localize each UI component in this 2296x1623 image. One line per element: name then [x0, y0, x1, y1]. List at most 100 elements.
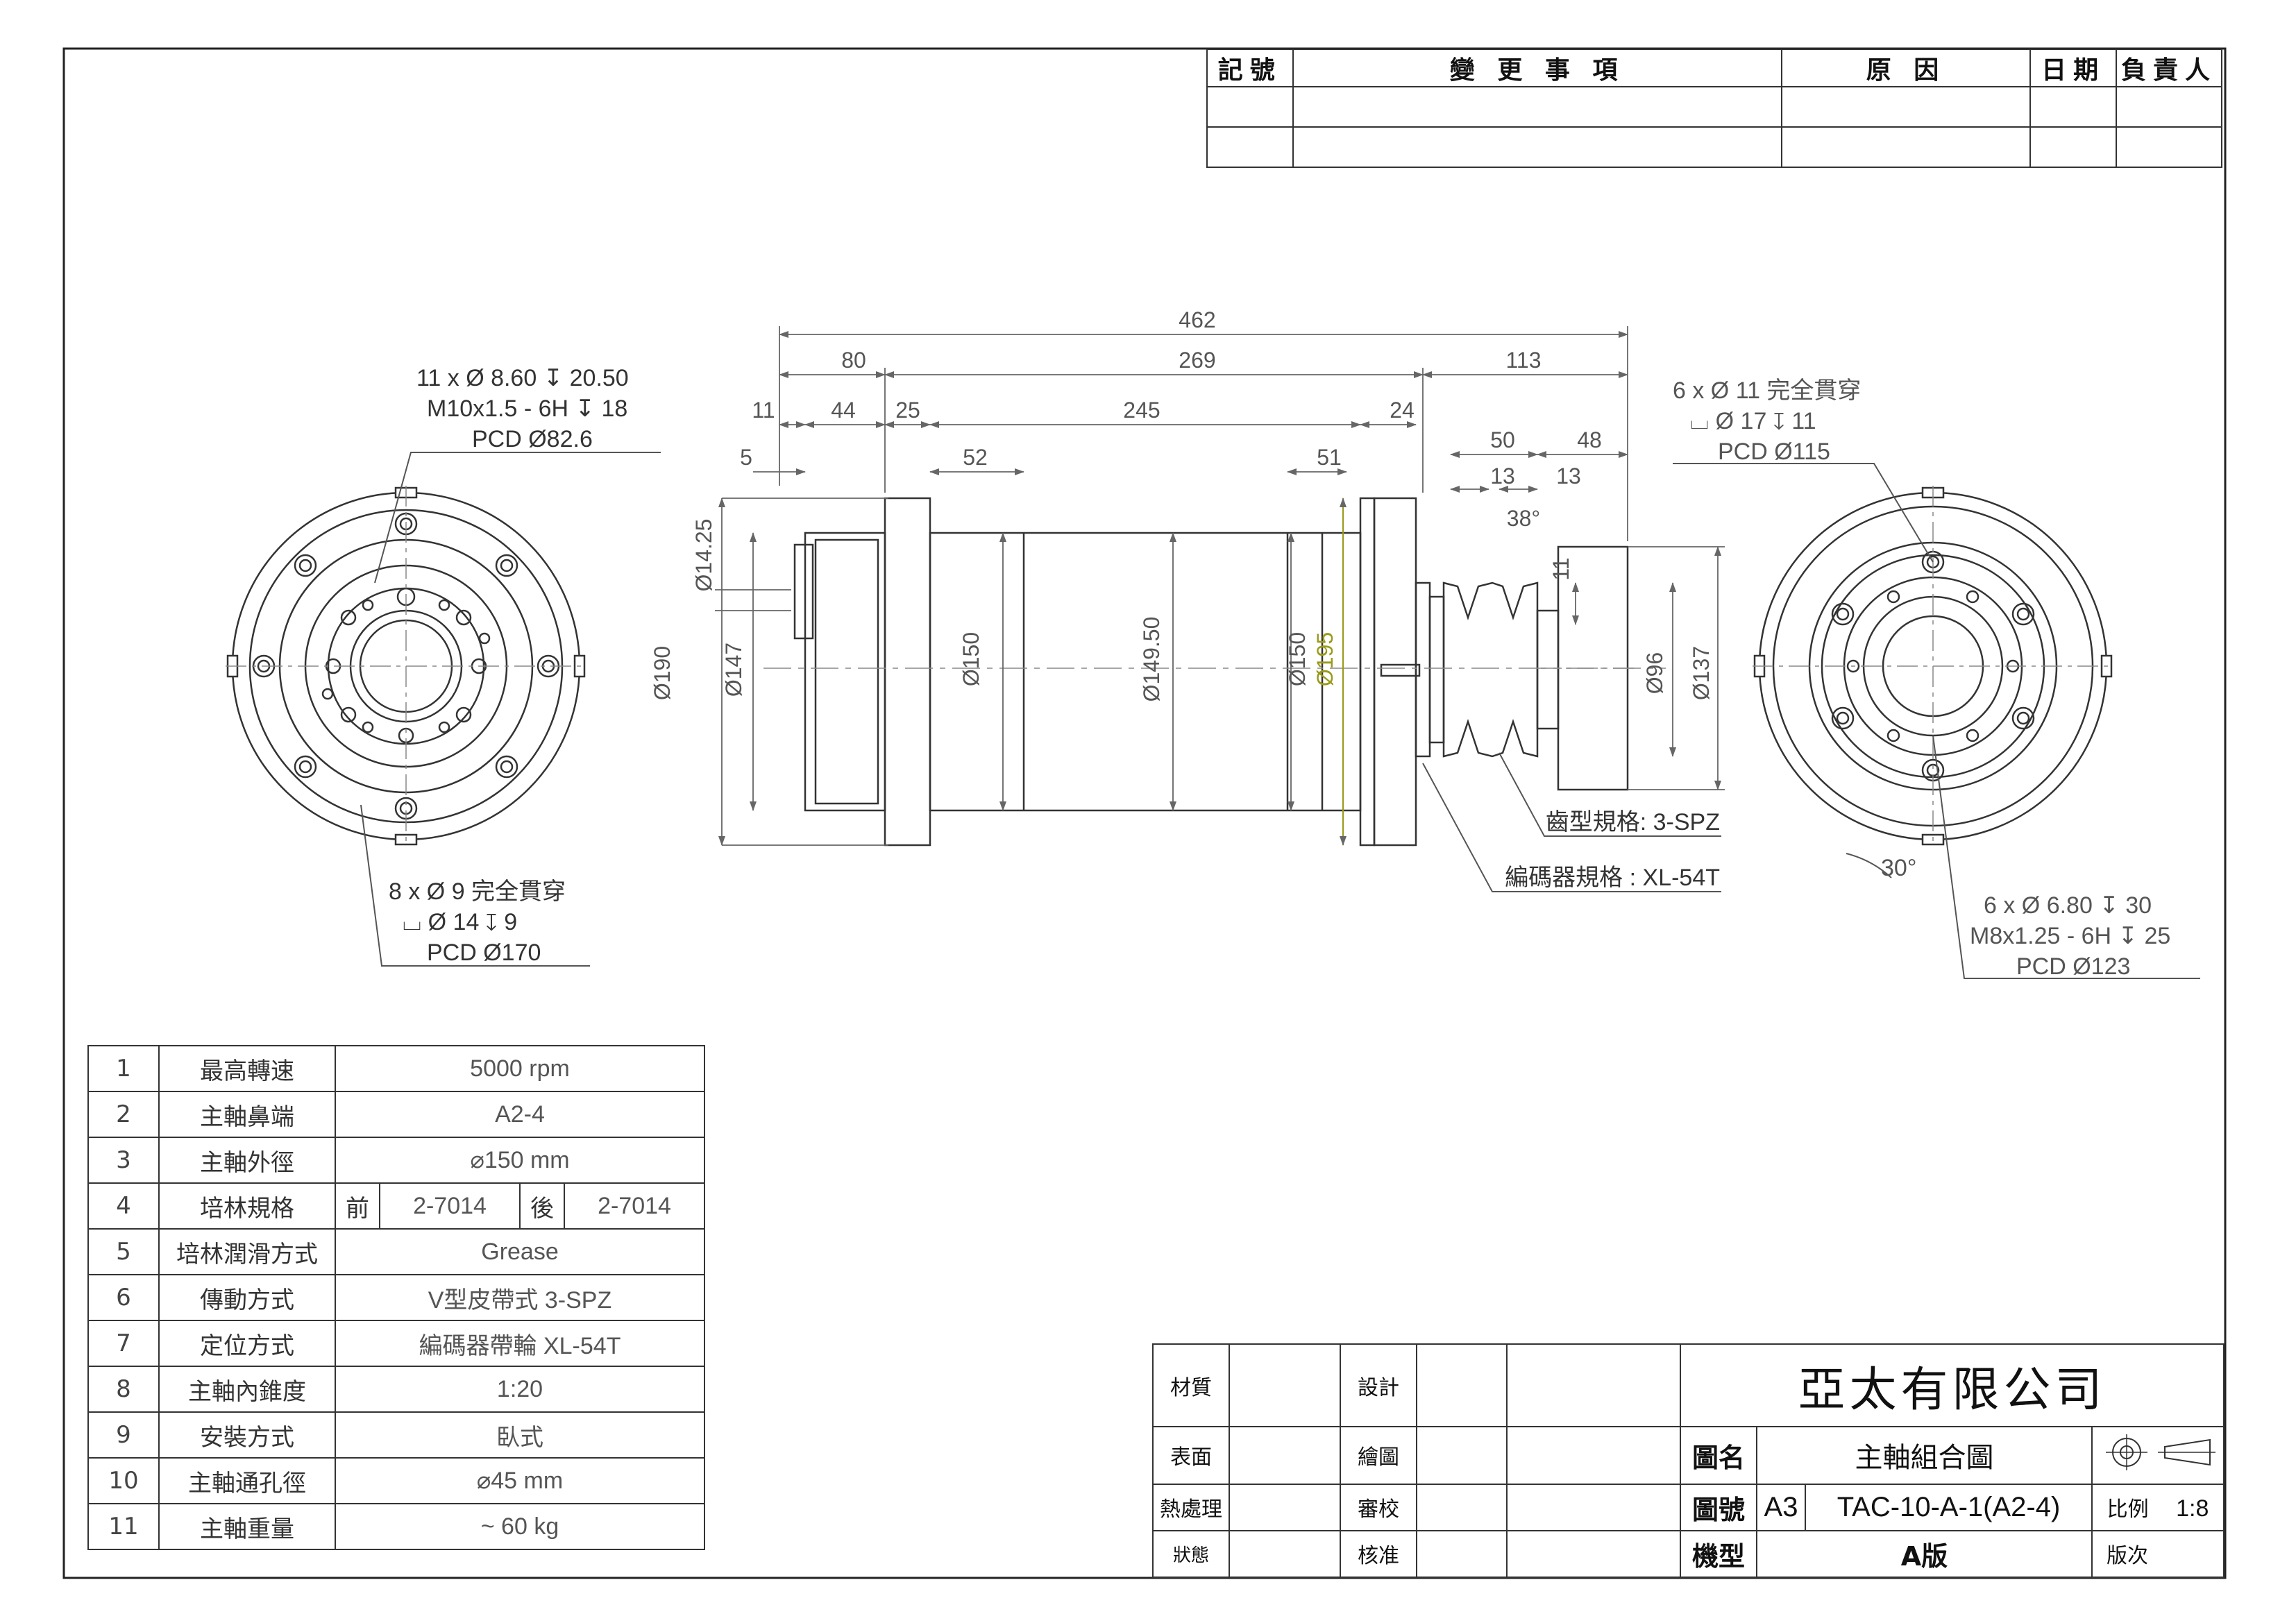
tb-material-label: 材質: [1152, 1343, 1230, 1428]
drawing-name: 主軸組合圖: [1756, 1426, 2093, 1485]
dim-11: 11: [752, 398, 775, 423]
spec-front-value: 2-7014: [379, 1182, 521, 1230]
revision-row: [1206, 86, 2223, 128]
dim-52: 52: [963, 445, 988, 470]
dim-44: 44: [831, 398, 856, 423]
scale-cell: 比例 1:8: [2091, 1483, 2225, 1531]
rear-notes: 6 x Ø 11 完全貫穿 ⌴ Ø 17 ↧ 11 PCD Ø115 6 x Ø…: [1673, 377, 2170, 980]
rear-angle-30: 30°: [1881, 855, 1916, 881]
spec-rear-label: 後: [519, 1182, 565, 1230]
spec-no: 6: [87, 1274, 160, 1321]
dim-462: 462: [1179, 307, 1215, 332]
spec-value: ⌀45 mm: [335, 1457, 705, 1504]
spec-no: 3: [87, 1137, 160, 1184]
side-dimension-texts: 462 80 269 113 11 44 25 245 24 5 52 51 5…: [650, 307, 1714, 702]
side-dimension-lines: [715, 326, 1725, 846]
spec-value: 5000 rpm: [335, 1045, 705, 1092]
front-bottom-note-3: PCD Ø170: [427, 940, 541, 966]
spec-value: Grease: [335, 1228, 705, 1275]
model-label: 機型: [1680, 1529, 1757, 1579]
dim-5: 5: [740, 445, 752, 470]
front-notes: 11 x Ø 8.60 ↧ 20.50 M10x1.5 - 6H ↧ 18 PC…: [389, 365, 629, 966]
tb-blank: [1506, 1343, 1681, 1428]
spec-value: 1:20: [335, 1366, 705, 1413]
model-value: A版: [1756, 1529, 2093, 1579]
tb-approve-label: 核准: [1340, 1529, 1417, 1579]
spec-no: 7: [87, 1320, 160, 1367]
dim-dia-190: Ø190: [650, 646, 675, 700]
rear-bottom-note-3: PCD Ø123: [2016, 953, 2130, 980]
drawing-no-label: 圖號: [1680, 1483, 1757, 1531]
scale-label: 比例: [2107, 1497, 2149, 1522]
tb-heat-label: 熱處理: [1152, 1483, 1230, 1531]
spec-item: 安裝方式: [158, 1411, 336, 1459]
tb-review-label: 審校: [1340, 1483, 1417, 1531]
front-bottom-note-2: ⌴ Ø 14 ↧ 9: [403, 909, 517, 935]
v-belt-pulley: [1428, 581, 1539, 758]
spec-item: 培林潤滑方式: [158, 1228, 336, 1275]
tb-approve-value: [1416, 1529, 1508, 1579]
sheet-border: [62, 47, 2227, 1579]
rev-col-mark: 記號: [1206, 49, 1294, 87]
projection-symbol-icon: [2106, 1434, 2215, 1471]
front-top-note-3: PCD Ø82.6: [472, 426, 593, 452]
side-view: [793, 497, 1638, 847]
spec-no: 4: [87, 1182, 160, 1230]
spec-no: 11: [87, 1503, 160, 1550]
scale-value: 1:8: [2176, 1495, 2209, 1522]
spec-no: 2: [87, 1091, 160, 1138]
spec-no: 9: [87, 1411, 160, 1459]
dim-11v: 11: [1548, 557, 1573, 580]
rear-top-note-1: 6 x Ø 11 完全貫穿: [1673, 377, 1861, 404]
dim-13b: 13: [1556, 464, 1581, 488]
projection-symbol: [2091, 1426, 2225, 1485]
front-note-leaders: [360, 452, 661, 967]
rear-note-leaders: [1673, 463, 2200, 979]
tb-blank: [1506, 1483, 1681, 1531]
front-bottom-note-1: 8 x Ø 9 完全貫穿: [389, 878, 566, 905]
dim-245: 245: [1123, 398, 1160, 423]
spec-value: ⌀150 mm: [335, 1137, 705, 1184]
rear-bottom-note-1: 6 x Ø 6.80 ↧ 30: [1984, 892, 2152, 919]
dim-dia-195: Ø195: [1312, 632, 1337, 686]
dim-269: 269: [1179, 348, 1215, 373]
dim-48: 48: [1577, 427, 1602, 452]
spec-value: ~ 60 kg: [335, 1503, 705, 1550]
spec-value: A2-4: [335, 1091, 705, 1138]
tb-drawing-label: 繪圖: [1340, 1426, 1417, 1485]
tb-design-value: [1416, 1343, 1508, 1428]
front-view: [226, 486, 586, 847]
rear-view: [1753, 486, 2113, 847]
tb-review-value: [1416, 1483, 1508, 1531]
spec-item: 傳動方式: [158, 1274, 336, 1321]
rev-col-date: 日期: [2029, 49, 2117, 87]
spec-value: V型皮帶式 3-SPZ: [335, 1274, 705, 1321]
company-name: 亞太有限公司: [1680, 1343, 2225, 1428]
tb-material-value: [1229, 1343, 1341, 1428]
rev-col-change: 變 更 事 項: [1292, 49, 1782, 87]
dim-113: 113: [1505, 348, 1541, 373]
spec-item: 培林規格: [158, 1182, 336, 1230]
dim-dia-137: Ø137: [1689, 646, 1714, 700]
rear-bottom-note-2: M8x1.25 - 6H ↧ 25: [1970, 923, 2170, 949]
spec-item: 主軸鼻端: [158, 1091, 336, 1138]
dim-51: 51: [1317, 445, 1342, 470]
dim-24: 24: [1390, 398, 1415, 423]
tb-design-label: 設計: [1340, 1343, 1417, 1428]
spec-value: 臥式: [335, 1411, 705, 1459]
tb-drawing-value: [1416, 1426, 1508, 1485]
revision-table: 記號 變 更 事 項 原 因 日期 負責人: [1206, 49, 2223, 168]
version-cell: 版次: [2091, 1529, 2225, 1579]
encoder-spec: 編碼器規格 : XL-54T: [1505, 865, 1720, 891]
rev-col-reason: 原 因: [1780, 49, 2032, 87]
pulley-spec: 齒型規格: 3-SPZ: [1546, 809, 1720, 835]
